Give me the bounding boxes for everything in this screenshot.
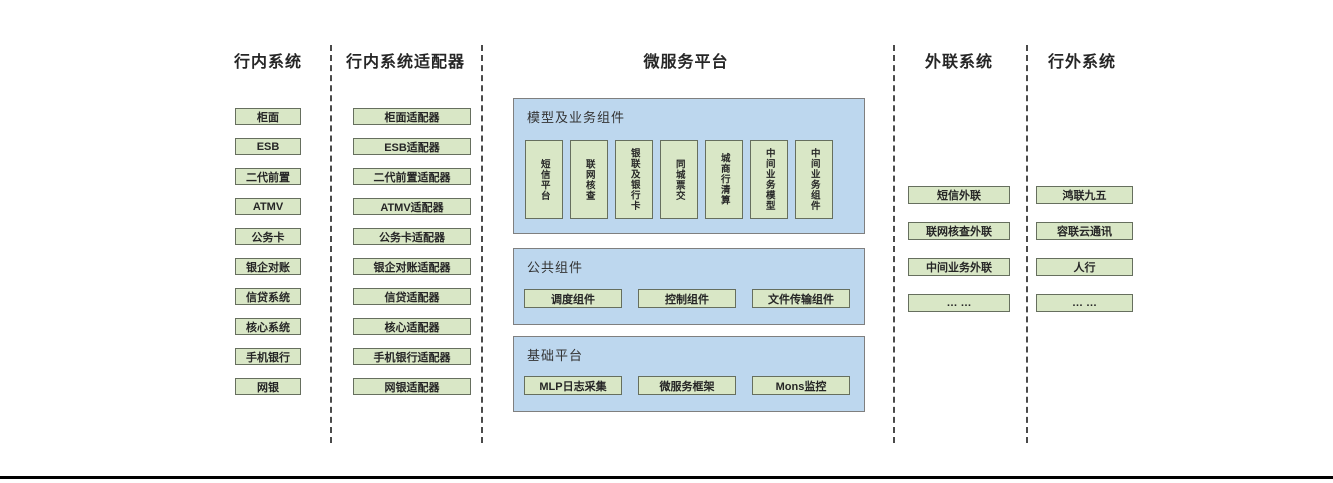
model-component-box: 中间业务组件 (795, 140, 833, 219)
adapter-box: 信贷适配器 (353, 288, 471, 305)
dashed-divider-1 (330, 45, 332, 443)
common-component-box: 控制组件 (638, 289, 736, 308)
internal-system-box: 公务卡 (235, 228, 301, 245)
column-header-external-link-systems: 外联系统 (924, 54, 993, 71)
external-link-systems-list: 短信外联联网核查外联中间业务外联 … … (908, 186, 1010, 312)
external-system-box: … … (1036, 294, 1133, 312)
column-header-external-systems: 行外系统 (1047, 54, 1116, 71)
adapter-box: 银企对账适配器 (353, 258, 471, 275)
column-header-microservice-platform: 微服务平台 (643, 54, 729, 71)
model-component-box: 联网核查 (570, 140, 608, 219)
base-platform-box: MLP日志采集 (524, 376, 622, 395)
model-component-box: 城商行清算 (705, 140, 743, 219)
internal-system-box: 手机银行 (235, 348, 301, 365)
internal-system-box: 银企对账 (235, 258, 301, 275)
adapter-box: 二代前置适配器 (353, 168, 471, 185)
base-platform-row: MLP日志采集微服务框架 Mons监控 (524, 376, 850, 395)
dashed-divider-4 (1026, 45, 1028, 443)
dashed-divider-2 (481, 45, 483, 443)
adapter-box: 核心适配器 (353, 318, 471, 335)
base-platform-box: 微服务框架 (638, 376, 736, 395)
column-header-internal-adapters: 行内系统适配器 (345, 54, 465, 71)
dashed-divider-3 (893, 45, 895, 443)
model-components-row: 短信平台联网核查银联及银行卡同城票交城商行清算中间业务模型中间业务组件 (525, 140, 833, 219)
external-system-box: 鸿联九五 (1036, 186, 1133, 204)
internal-system-box: 柜面 (235, 108, 301, 125)
internal-system-box: ATMV (235, 198, 301, 215)
external-link-box: 联网核查外联 (908, 222, 1010, 240)
internal-system-box: 网银 (235, 378, 301, 395)
model-component-box: 短信平台 (525, 140, 563, 219)
group-model-business-components: 模型及业务组件 短信平台联网核查银联及银行卡同城票交城商行清算中间业务模型中间业… (513, 98, 865, 234)
internal-system-box: ESB (235, 138, 301, 155)
external-link-box: 中间业务外联 (908, 258, 1010, 276)
adapter-box: ESB适配器 (353, 138, 471, 155)
group-base-platform: 基础平台 MLP日志采集微服务框架 Mons监控 (513, 336, 865, 412)
adapter-box: 柜面适配器 (353, 108, 471, 125)
common-component-box: 文件传输组件 (752, 289, 850, 308)
adapter-box: ATMV适配器 (353, 198, 471, 215)
internal-system-box: 核心系统 (235, 318, 301, 335)
external-system-box: 容联云通讯 (1036, 222, 1133, 240)
internal-system-box: 二代前置 (235, 168, 301, 185)
adapter-box: 手机银行适配器 (353, 348, 471, 365)
adapter-box: 网银适配器 (353, 378, 471, 395)
model-component-box: 中间业务模型 (750, 140, 788, 219)
common-components-row: 调度组件控制组件文件传输组件 (524, 289, 850, 308)
external-link-box: … … (908, 294, 1010, 312)
external-link-box: 短信外联 (908, 186, 1010, 204)
internal-system-box: 信贷系统 (235, 288, 301, 305)
common-component-box: 调度组件 (524, 289, 622, 308)
group-label: 公共组件 (527, 260, 584, 275)
column-header-internal-systems: 行内系统 (233, 54, 302, 71)
internal-adapters-list: 柜面适配器 ESB适配器二代前置适配器 ATMV适配器公务卡适配器银企对账适配器信贷… (353, 108, 471, 395)
internal-systems-list: 柜面 ESB 二代前置 ATMV 公务卡银企对账信贷系统核心系统手机银行网银 (235, 108, 301, 395)
external-systems-list: 鸿联九五容联云通讯人行 … … (1036, 186, 1133, 312)
bottom-rule (0, 476, 1333, 479)
group-common-components: 公共组件 调度组件控制组件文件传输组件 (513, 248, 865, 325)
group-label: 模型及业务组件 (527, 110, 626, 125)
base-platform-box: Mons监控 (752, 376, 850, 395)
external-system-box: 人行 (1036, 258, 1133, 276)
model-component-box: 同城票交 (660, 140, 698, 219)
group-label: 基础平台 (527, 348, 584, 363)
model-component-box: 银联及银行卡 (615, 140, 653, 219)
adapter-box: 公务卡适配器 (353, 228, 471, 245)
